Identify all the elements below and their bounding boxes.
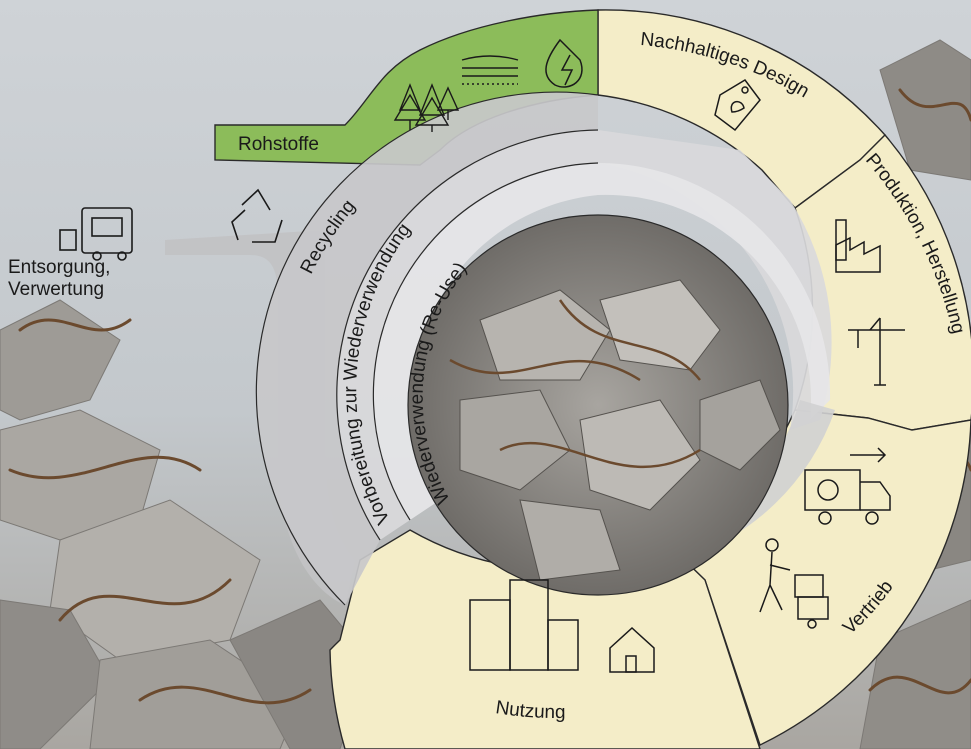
center-ring-outline <box>407 214 789 596</box>
gray-arrow-band <box>165 92 835 605</box>
house-icon <box>609 626 655 673</box>
reuse-arrow-tail <box>665 400 835 560</box>
factory-icon <box>835 219 881 273</box>
tree-icon <box>393 83 460 132</box>
crane-icon <box>848 317 905 386</box>
garbage-truck-icon <box>59 207 133 261</box>
label-entsorgung-line1: Entsorgung, <box>8 257 111 278</box>
delivery-truck-icon <box>804 447 891 525</box>
eco-tag-icon <box>714 79 761 132</box>
center-rebar <box>449 299 701 469</box>
recycling-arrow-ring <box>256 92 598 605</box>
recycling-icon <box>231 188 283 243</box>
center-rubble-detail <box>459 279 781 581</box>
label-rohstoffe: Rohstoffe <box>238 134 319 155</box>
label-entsorgung-line2: Verwertung <box>8 279 105 301</box>
reuse-ring <box>373 162 831 520</box>
water-energy-icon <box>545 38 583 88</box>
office-buildings-icon <box>469 579 579 671</box>
label-entsorgung-verwertung: Entsorgung, Verwertung <box>8 257 110 302</box>
hand-truck-worker-icon <box>759 538 829 629</box>
ring-outlines <box>255 91 599 606</box>
reuse-prep-ring <box>336 130 832 540</box>
soil-layers-icon <box>461 55 519 85</box>
